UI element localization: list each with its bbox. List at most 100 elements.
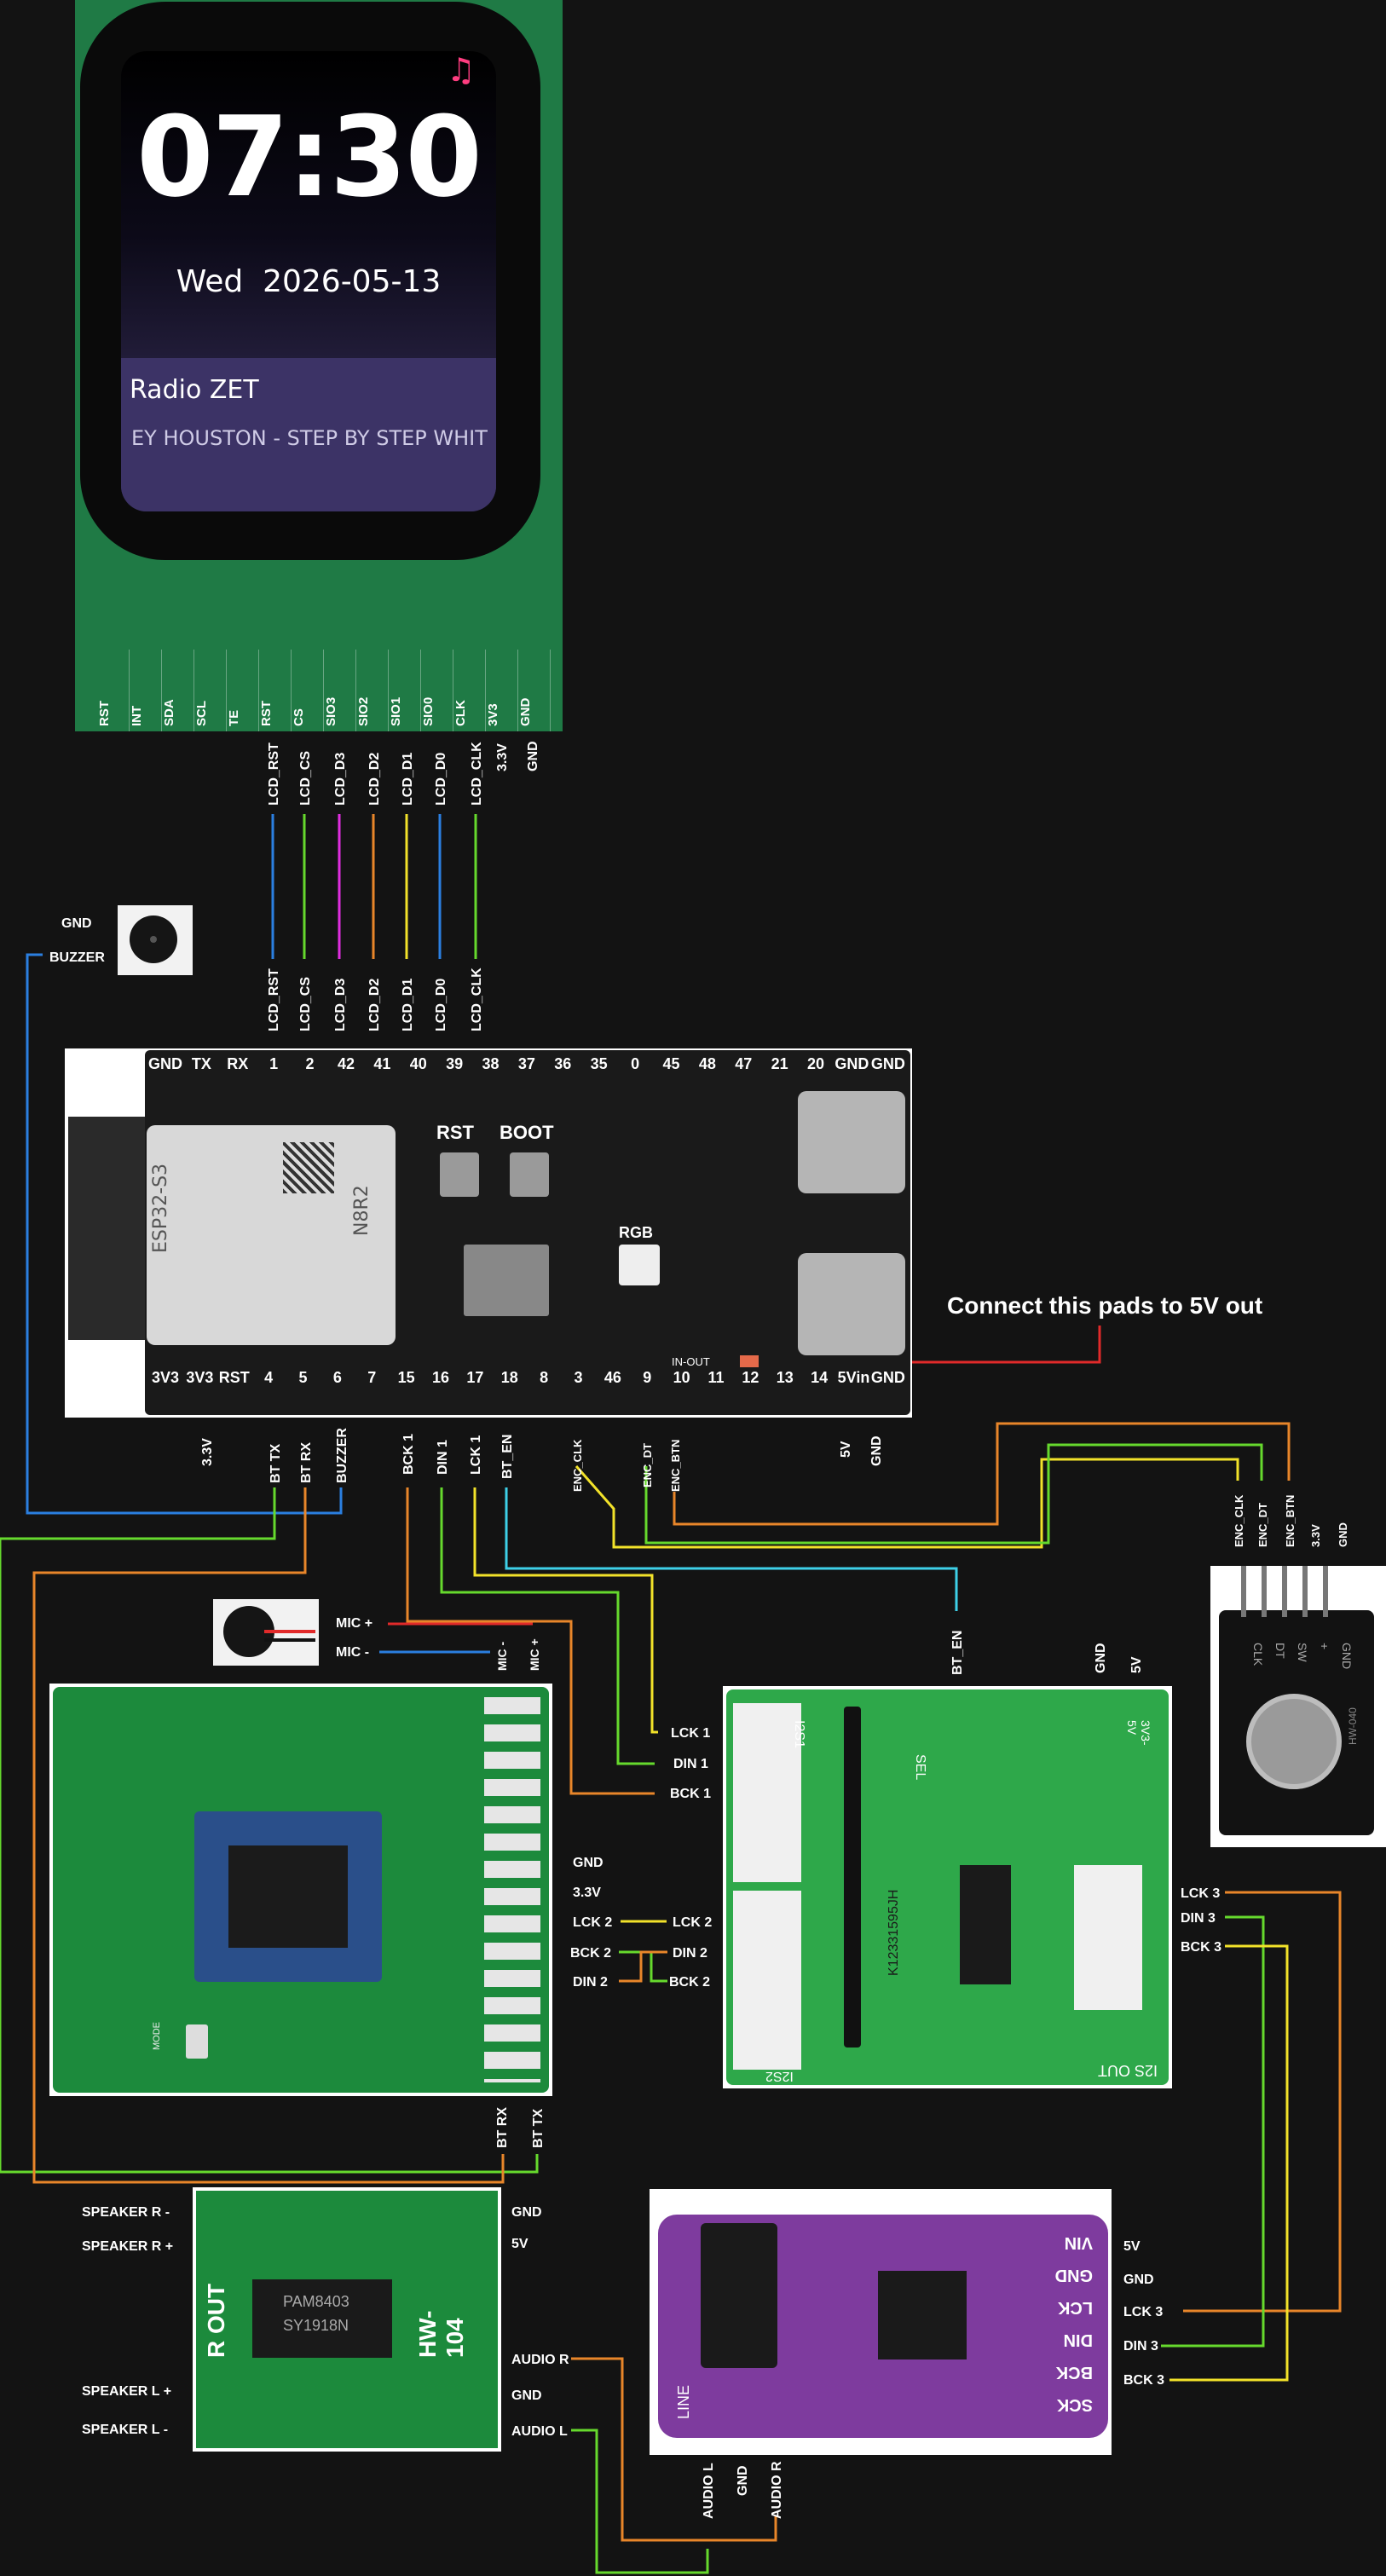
encoder-part: HW-040 — [1347, 1707, 1359, 1745]
label-enc-gnd: GND — [1337, 1522, 1349, 1547]
encoder-knob[interactable] — [1246, 1694, 1342, 1789]
mixer-i2s1-label: I2S1 — [792, 1720, 806, 1748]
esp32-antenna — [68, 1117, 145, 1340]
label-esp-enc-dt: ENC_DT — [641, 1443, 654, 1487]
esp32-bottom-pin: 6 — [332, 1369, 342, 1386]
label-3v3-top: 3.3V — [495, 743, 510, 771]
dac-pin: BCK — [1055, 2363, 1093, 2382]
label-enc-3v3: 3.3V — [1309, 1524, 1322, 1547]
label-esp-5v: 5V — [839, 1441, 853, 1458]
label-dac-audio-l: AUDIO L — [702, 2463, 716, 2519]
label-amp-gnd2: GND — [511, 2388, 542, 2403]
lcd-display-module: ♫ 07:30 Wed 2026-05-13 Radio ZET EY HOUS… — [75, 0, 563, 731]
encoder-pin: CLK — [1251, 1643, 1265, 1666]
song-title: EY HOUSTON - STEP BY STEP WHIT — [131, 426, 488, 450]
label-bt-din2: DIN 2 — [573, 1975, 608, 1990]
esp32-bottom-pin: 10 — [673, 1369, 690, 1386]
bt-chip-module — [194, 1811, 382, 1982]
mixer-out-label: I2S OUT — [1098, 2062, 1158, 2079]
clock-date: Wed 2026-05-13 — [176, 264, 442, 299]
lcd-header-pin: INT — [130, 650, 162, 731]
esp32-top-pin: GND — [148, 1055, 182, 1072]
label-esp-din1: DIN 1 — [436, 1440, 450, 1475]
lcd-header-pin: SCL — [194, 650, 227, 731]
esp32-bottom-pin: 7 — [367, 1369, 377, 1386]
encoder-pin: DT — [1273, 1643, 1287, 1659]
esp32-bottom-pin: 11 — [707, 1369, 725, 1386]
esp32-top-pin: 39 — [446, 1055, 464, 1072]
label-lcd-d1-top: LCD_D1 — [401, 753, 415, 806]
wire-audio-r — [571, 2357, 777, 2542]
esp32-top-pin: 40 — [409, 1055, 427, 1072]
label-lcd-rst-bottom: LCD_RST — [267, 968, 281, 1031]
bt-mode-label: MODE — [152, 2022, 162, 2050]
esp32-top-pin: 47 — [735, 1055, 753, 1072]
label-lcd-d3-bottom: LCD_D3 — [333, 979, 348, 1031]
label-lcd-rst-top: LCD_RST — [267, 742, 281, 806]
dac-pin: SCK — [1056, 2395, 1093, 2414]
audio-jack — [701, 2223, 777, 2368]
label-esp-bt-en: BT_EN — [500, 1435, 515, 1479]
wire-enc-dt — [644, 1443, 1263, 1545]
pam8403-amp: PAM8403 SY1918N HW-104 R OUT — [193, 2187, 501, 2452]
lcd-labels-bottom: LCD_RST LCD_CS LCD_D3 LCD_D2 LCD_D1 LCD_… — [267, 967, 484, 1031]
esp32-top-pin: TX — [191, 1055, 211, 1072]
label-speaker-r-minus: SPEAKER R - — [82, 2205, 170, 2220]
esp32-top-pin: 36 — [554, 1055, 572, 1072]
label-esp-buzzer: BUZZER — [335, 1428, 349, 1483]
label-bt-gnd: GND — [573, 1856, 603, 1870]
label-amp-5v: 5V — [511, 2237, 528, 2251]
lcd-header-pin: SDA — [162, 650, 194, 731]
label-mix-gnd: GND — [1094, 1643, 1108, 1673]
esp32-bottom-pin: 3V3 — [151, 1369, 180, 1386]
esp32-bottom-pin: 46 — [603, 1369, 621, 1386]
label-lcd-d2-top: LCD_D2 — [367, 753, 382, 806]
esp32-bottom-pin: 18 — [500, 1369, 518, 1386]
lcd-screen: ♫ 07:30 Wed 2026-05-13 Radio ZET EY HOUS… — [121, 51, 496, 511]
mixer-chip — [960, 1865, 1011, 1984]
esp32-bottom-pin: 9 — [643, 1369, 652, 1386]
label-speaker-l-minus: SPEAKER L - — [82, 2423, 168, 2437]
label-dac-din3: DIN 3 — [1123, 2339, 1158, 2354]
label-mic-plus: MIC + — [336, 1616, 372, 1631]
wire-bt-rx — [32, 1487, 505, 2184]
buzzer — [118, 905, 193, 975]
label-amp-gnd: GND — [511, 2205, 542, 2220]
label-esp-bt-rx: BT RX — [299, 1442, 314, 1483]
now-playing-panel: Radio ZET EY HOUSTON - STEP BY STEP WHIT — [121, 358, 496, 511]
clock-time: 07:30 — [136, 92, 482, 222]
wire-bck2 — [619, 1950, 667, 1983]
lcd-header-pin: 3V3 — [486, 650, 518, 731]
rst-button[interactable] — [440, 1152, 479, 1197]
wire-din1 — [440, 1487, 655, 1765]
label-lcd-clk-top: LCD_CLK — [470, 742, 484, 806]
bt-mode-button[interactable] — [186, 2024, 208, 2059]
bt-header-pins — [484, 1697, 540, 2082]
label-mix-lck3: LCK 3 — [1181, 1886, 1220, 1901]
esp32-top-pin: 45 — [662, 1055, 680, 1072]
wire-din2 — [619, 1950, 667, 1983]
esp32-bottom-pin: RST — [218, 1369, 250, 1386]
mixer-slot — [844, 1707, 861, 2048]
amp-chip: PAM8403 SY1918N — [252, 2279, 392, 2358]
label-mic-pin-plus: MIC + — [528, 1638, 541, 1671]
esp32-top-pin: 42 — [337, 1055, 355, 1072]
encoder-labels: ENC_CLK ENC_DT ENC_BTN 3.3V GND — [1233, 1494, 1349, 1547]
label-bt-tx: BT TX — [531, 2108, 546, 2148]
mic-lead-black — [264, 1638, 315, 1642]
encoder-pin: + — [1318, 1643, 1331, 1650]
esp32-bottom-pin: 12 — [742, 1369, 759, 1386]
esp32-top-pin: 41 — [373, 1055, 391, 1072]
esp32-bottom-pin: 3V3 — [186, 1369, 214, 1386]
boot-button[interactable] — [510, 1152, 549, 1197]
mixer-i2s2-label: I2S2 — [765, 2069, 794, 2083]
wire-lck1 — [473, 1487, 658, 1734]
esp32-top-pin: GND — [834, 1055, 869, 1072]
label-mic-minus: MIC - — [336, 1645, 369, 1660]
esp32-bottom-pin: 16 — [431, 1369, 450, 1386]
label-mix-din2: DIN 2 — [673, 1946, 707, 1961]
esp32-bottom-pin: 17 — [466, 1369, 484, 1386]
